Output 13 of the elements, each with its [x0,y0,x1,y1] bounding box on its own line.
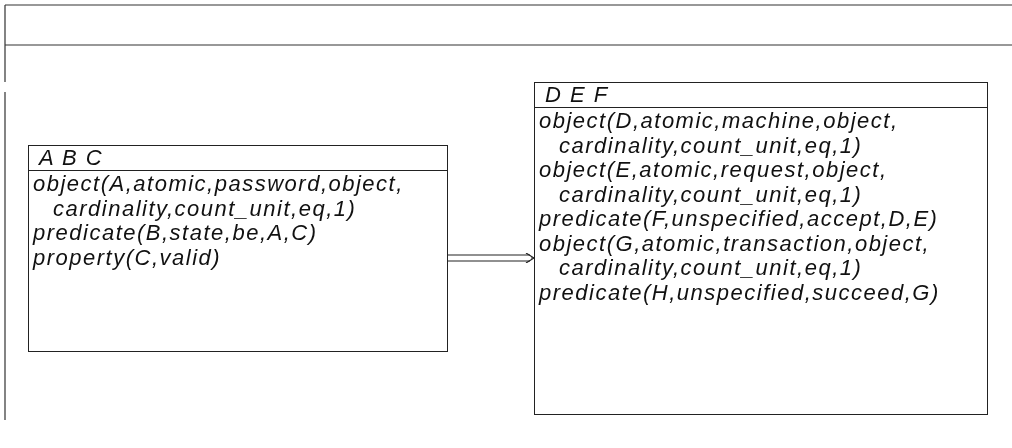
implies-arrow [447,252,535,264]
predicate-text: object(E,atomic,request,object, cardinality,count_unit,eq,1) [539,158,889,207]
predicate-text: property(C,valid) [33,245,222,270]
predicate-text: object(G,atomic,transaction,object, cardinality,count_unit,eq,1) [539,231,931,281]
frame-box [534,82,988,415]
predicate-text: object(D,atomic,machine,object, cardinality,count_unit,eq,1) [539,109,900,158]
predicate-text: object(A,atomic,password,object, cardinality,count_unit,eq,1) [33,172,405,221]
predicate-text: predicate(B,state,be,A,C) [33,221,318,246]
predicate-text: predicate(H,unspecified,succeed,G) [539,280,941,305]
frame-box [28,145,448,352]
frame-heading: A B C [29,146,447,171]
predicate-text: predicate(F,unspecified,accept,D,E) [539,207,940,232]
frame-heading: D E F [535,83,987,108]
